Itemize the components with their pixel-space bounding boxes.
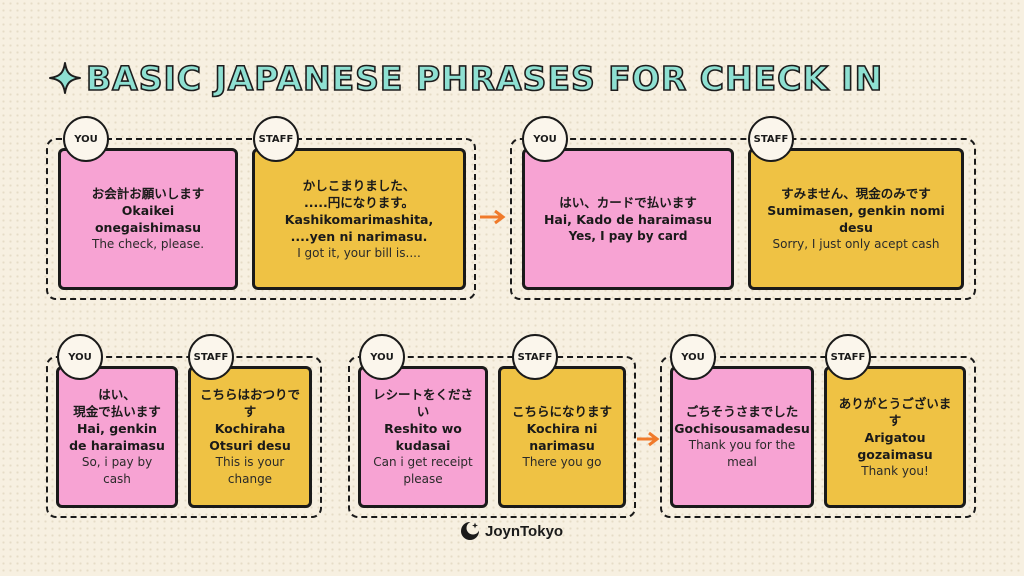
romaji-text: Kochira ni narimasu [526, 421, 598, 453]
romaji-text: Okaikei onegaishimasu [94, 203, 202, 235]
japanese-text: はい、カードで払います [559, 194, 697, 210]
card-staff-here-you-go: こちらになります Kochira ni narimasu There you g… [498, 366, 626, 508]
dialog-group-row2-1 [46, 356, 322, 518]
arrow-right-icon [637, 431, 660, 447]
romaji-text: Kashikomarimashita, ....yen ni narimasu. [284, 211, 434, 244]
japanese-text: こちらはおつりです [199, 387, 300, 419]
japanese-text: ありがとうございます [838, 395, 952, 428]
english-text: The check, please. [91, 237, 205, 251]
japanese-text: ごちそうさまでした [685, 404, 799, 419]
japanese-text: はい、 [98, 387, 136, 402]
you-badge: YOU [359, 334, 405, 380]
english-text: Can i get receipt please [373, 455, 473, 486]
japanese-text: 現金で払います [73, 404, 161, 419]
english-text: So, i pay by cash [81, 455, 153, 486]
you-badge: YOU [63, 116, 109, 162]
card-you-check: お会計お願いします Okaikei onegaishimasu The chec… [58, 148, 238, 290]
card-staff-thank-you: ありがとうございます Arigatou gozaimasu Thank you! [824, 366, 966, 508]
japanese-text: すみません、現金のみです [781, 186, 931, 201]
dialog-group-row2-2 [348, 356, 636, 518]
page-title: Basic Japanese Phrases for Check In [85, 58, 884, 99]
arrow-right-icon [480, 209, 506, 225]
japanese-text: お会計お願いします [91, 186, 205, 201]
card-staff-change: こちらはおつりです Kochiraha Otsuri desu This is … [188, 366, 312, 508]
card-you-thanks-meal: ごちそうさまでした Gochisousamadesu Thank you for… [670, 366, 814, 508]
romaji-text: Reshito wo kudasai [384, 421, 462, 453]
dialog-group-row1-2 [510, 138, 976, 300]
sparkle-icon [49, 62, 81, 94]
japanese-text: .....円になります。 [304, 194, 414, 210]
english-text: Yes, I pay by card [568, 228, 688, 243]
english-text: There you go [522, 455, 602, 469]
dialog-group-row2-3 [660, 356, 976, 518]
card-you-card: はい、カードで払います Hai, Kado de haraimasu Yes, … [522, 148, 734, 290]
english-text: Sorry, I just only acept cash [772, 237, 940, 251]
card-staff-cash-only: すみません、現金のみです Sumimasen, genkin nomi desu… [748, 148, 964, 290]
japanese-text: レシートをください [372, 387, 473, 419]
romaji-text: Hai, Kado de haraimasu [543, 211, 713, 227]
english-text: Thank you for the meal [688, 438, 796, 469]
romaji-text: Kochiraha Otsuri desu [209, 421, 291, 453]
brand-name: JoynTokyo [485, 522, 564, 540]
english-text: Thank you! [861, 463, 929, 478]
title-area: Basic Japanese Phrases for Check In [48, 56, 883, 100]
japanese-text: こちらになります [511, 404, 612, 419]
english-text: This is your change [215, 455, 285, 486]
you-badge: YOU [57, 334, 103, 380]
you-badge: YOU [670, 334, 716, 380]
brand-logo: JoynTokyo [460, 520, 563, 542]
staff-badge: STAFF [748, 116, 794, 162]
romaji-text: Arigatou gozaimasu [857, 429, 933, 462]
moon-logo-icon [461, 521, 480, 540]
english-text: I got it, your bill is.... [297, 245, 421, 260]
japanese-text: かしこまりました、 [302, 177, 416, 193]
card-you-receipt: レシートをください Reshito wo kudasai Can i get r… [358, 366, 488, 508]
staff-badge: STAFF [512, 334, 558, 380]
staff-badge: STAFF [253, 116, 299, 162]
staff-badge: STAFF [188, 334, 234, 380]
romaji-text: Hai, genkin de haraimasu [69, 421, 165, 453]
staff-badge: STAFF [825, 334, 871, 380]
romaji-text: Gochisousamadesu [674, 421, 810, 436]
card-staff-bill: かしこまりました、 .....円になります。 Kashikomarimashit… [252, 148, 466, 290]
you-badge: YOU [522, 116, 568, 162]
romaji-text: Sumimasen, genkin nomi desu [767, 203, 945, 235]
card-you-pay-cash: はい、 現金で払います Hai, genkin de haraimasu So,… [56, 366, 178, 508]
